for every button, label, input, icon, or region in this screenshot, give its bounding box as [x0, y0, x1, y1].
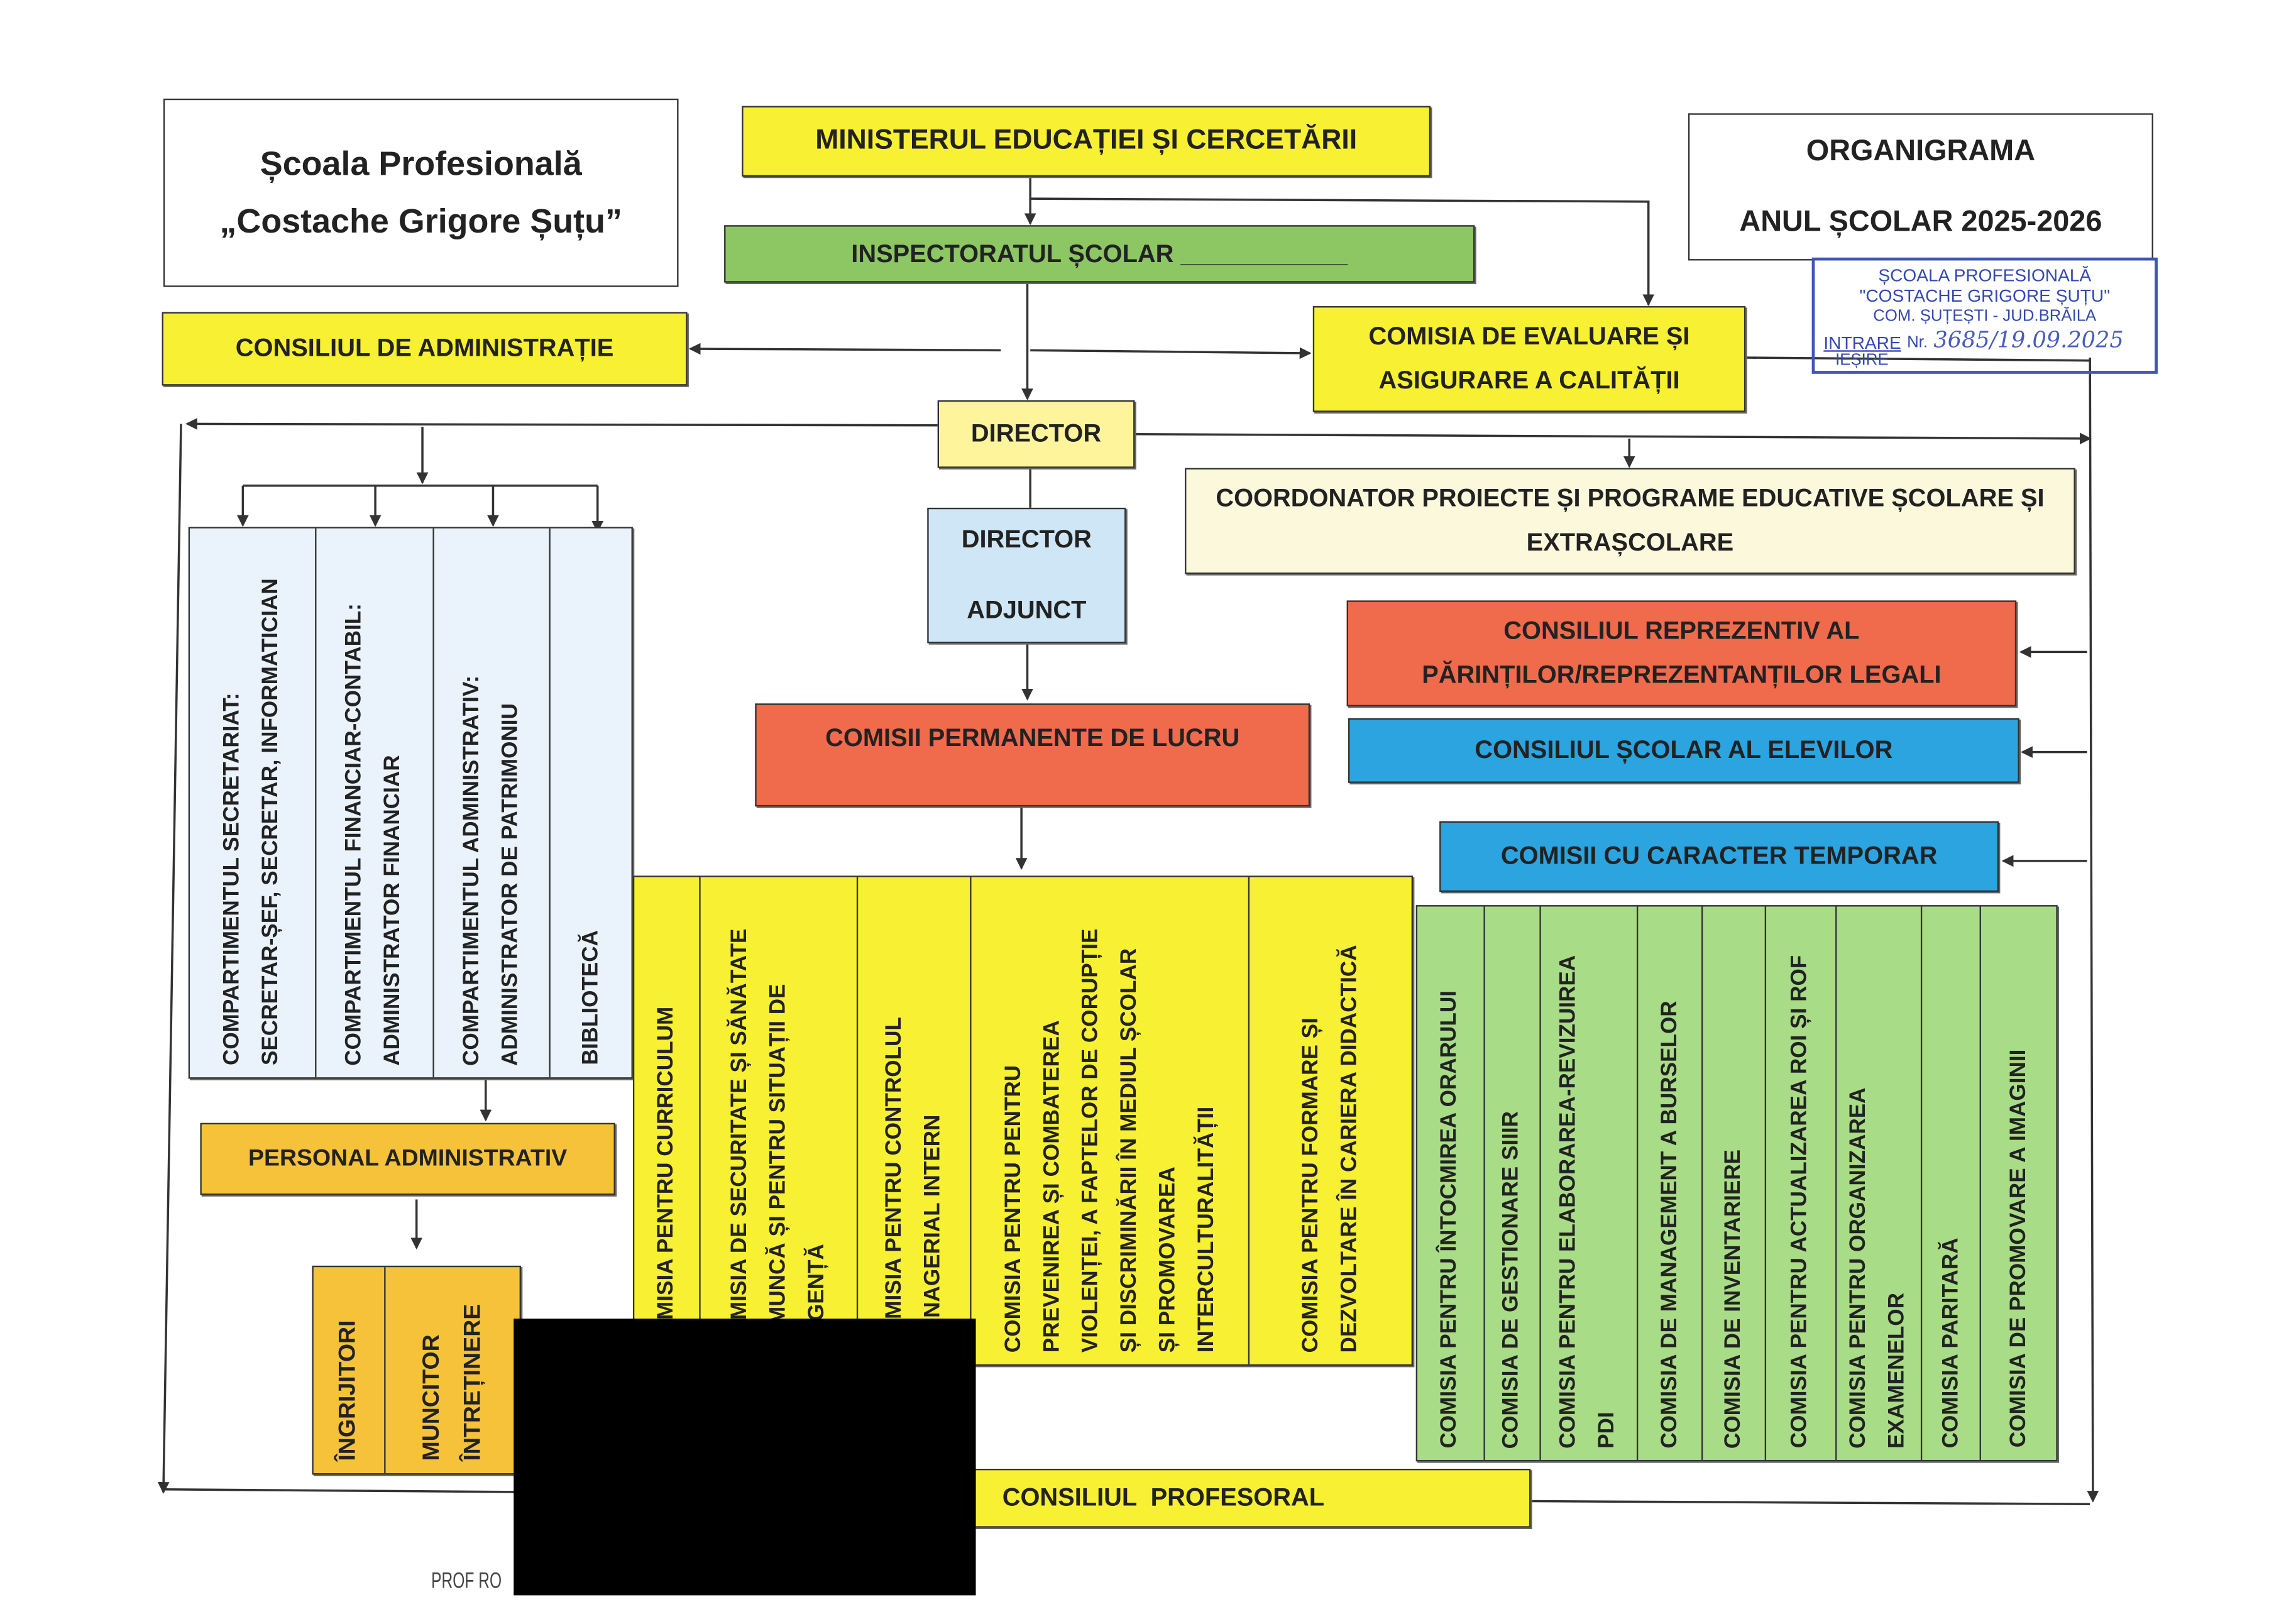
personal-muncitor: MUNCITOR ÎNTREȚINERE [386, 1267, 519, 1473]
personal-label: MUNCITOR ÎNTREȚINERE [419, 1304, 485, 1462]
comisie-permanenta: COMISIA DE SECURITATE ȘI SĂNĂTATE ÎN MUN… [700, 877, 859, 1364]
comisie-label: COMISIA PENTRU CURRICULUM [653, 1006, 679, 1353]
comisie-label: COMISIA PENTRU ORGANIZAREA EXAMENELOR [1846, 1087, 1910, 1449]
personal-group: ÎNGRIJITORI MUNCITOR ÎNTREȚINERE [312, 1265, 521, 1475]
consiliu-administratie-box: CONSILIUL DE ADMINISTRAȚIE [162, 312, 688, 386]
compartiment-label: COMPARTIMENTUL SECRETARIAT: SECRETAR-ȘEF… [219, 578, 284, 1066]
comisii-permanente-box: COMISII PERMANENTE DE LUCRU [755, 703, 1310, 807]
compartimente-group: COMPARTIMENTUL SECRETARIAT: SECRETAR-ȘEF… [188, 527, 633, 1079]
comisie-temporara: COMISIA DE INVENTARIERE [1703, 906, 1766, 1460]
stamp-line3: COM. ȘUȚEȘTI - JUD.BRĂILA [1873, 307, 2097, 326]
coordonator-label: COORDONATOR PROIECTE ȘI PROGRAME EDUCATI… [1216, 485, 2045, 557]
comisie-label: COMISIA DE SECURITATE ȘI SĂNĂTATE ÎN MUN… [727, 928, 829, 1353]
inspectorat-label: INSPECTORATUL ȘCOLAR ____________ [851, 239, 1348, 268]
comisie-label: COMISIA PENTRU PENTRU PREVENIREA ȘI COMB… [1000, 928, 1219, 1353]
school-name-line2: „Costache Grigore Șuțu” [219, 201, 622, 240]
comisie-permanenta: COMISIA PENTRU CONTROLUL MANAGERIAL INTE… [859, 877, 972, 1364]
director-adjunct-line2: ADJUNCT [967, 596, 1087, 624]
comisie-temporara: COMISIA PENTRU ACTUALIZAREA ROI ȘI ROF [1766, 906, 1837, 1460]
comisii-temporare-group: COMISIA PENTRU ÎNTOCMIREA ORARULUI COMIS… [1415, 905, 2058, 1462]
comisie-temporara: COMISIA DE PROMOVARE A IMAGINII [1982, 906, 2057, 1459]
compartiment-label: BIBLIOTECĂ [578, 930, 603, 1066]
comisie-permanenta: COMISIA PENTRU CURRICULUM [634, 877, 701, 1364]
comisie-label: COMISIA PARITARĂ [1938, 1237, 1964, 1449]
ceac-label-line2: ASIGURARE A CALITĂȚII [1378, 366, 1680, 395]
consiliu-profesoral-box: CONSILIUL PROFESORAL [974, 1469, 1531, 1528]
personal-label: ÎNGRIJITORI [336, 1320, 361, 1462]
compartiment-biblioteca: BIBLIOTECĂ [551, 529, 632, 1077]
comisie-label: COMISIA PENTRU ELABORAREA-REVIZUIREA PDI [1556, 955, 1620, 1449]
stamp-line1: ȘCOALA PROFESIONALĂ [1878, 265, 2092, 286]
compartiment-financiar: COMPARTIMENTUL FINANCIAR-CONTABIL: ADMIN… [317, 528, 434, 1078]
comisie-label: COMISIA PENTRU FORMARE ȘI DEZVOLTARE ÎN … [1298, 944, 1362, 1353]
comisie-label: COMISIA DE INVENTARIERE [1720, 1149, 1746, 1449]
director-box: DIRECTOR [937, 400, 1135, 468]
consiliu-parinti-line1: CONSILIUL REPREZENTIV AL [1503, 617, 1860, 645]
ceac-label-line1: COMISIA DE EVALUARE ȘI [1368, 322, 1690, 351]
school-name-line1: Școala Profesională [260, 144, 582, 183]
organigram-title: ORGANIGRAMA [1806, 135, 2036, 168]
comisie-label: COMISIA PENTRU ÎNTOCMIREA ORARULUI [1437, 990, 1462, 1449]
compartiment-secretariat: COMPARTIMENTUL SECRETARIAT: SECRETAR-ȘEF… [190, 528, 317, 1078]
stamp-iesire: IEȘIRE [1835, 351, 1889, 370]
comisie-temporara: COMISIA PARITARĂ [1923, 906, 1982, 1460]
stamp-nr-label: Nr. [1907, 334, 1928, 352]
comisie-temporara: COMISIA DE GESTIONARE SIIIR [1485, 906, 1541, 1460]
redaction-block [514, 1319, 976, 1596]
personal-administrativ-box: PERSONAL ADMINISTRATIV [200, 1122, 615, 1195]
stamp-intrare: INTRARE [1823, 332, 1901, 353]
consiliu-elevi-label: CONSILIUL ȘCOLAR AL ELEVILOR [1475, 736, 1893, 764]
coordonator-box: COORDONATOR PROIECTE ȘI PROGRAME EDUCATI… [1185, 468, 2075, 574]
consiliu-parinti-box: CONSILIUL REPREZENTIV AL PĂRINȚILOR/REPR… [1346, 600, 2017, 707]
consiliu-parinti-line2: PĂRINȚILOR/REPREZENTANȚILOR LEGALI [1422, 661, 1942, 689]
personal-ingrijitori: ÎNGRIJITORI [314, 1267, 387, 1474]
compartiment-label: COMPARTIMENTUL FINANCIAR-CONTABIL: ADMIN… [342, 603, 406, 1066]
comisie-label: COMISIA PENTRU CONTROLUL MANAGERIAL INTE… [881, 1017, 946, 1353]
comisie-label: COMISIA PENTRU ACTUALIZAREA ROI ȘI ROF [1787, 955, 1813, 1449]
director-label: DIRECTOR [970, 419, 1102, 448]
registration-stamp: ȘCOALA PROFESIONALĂ "COSTACHE GRIGORE ȘU… [1811, 257, 2158, 374]
director-adjunct-box: DIRECTOR ADJUNCT [927, 507, 1126, 644]
comisie-label: COMISIA DE MANAGEMENT A BURSELOR [1656, 1000, 1682, 1449]
inspectorat-box: INSPECTORATUL ȘCOLAR ____________ [724, 225, 1475, 283]
consiliu-administratie-label: CONSILIUL DE ADMINISTRAȚIE [235, 334, 614, 363]
director-adjunct-line1: DIRECTOR [961, 525, 1092, 554]
signature-text: PROF RO [431, 1569, 502, 1594]
comisie-temporara: COMISIA PENTRU ORGANIZAREA EXAMENELOR [1837, 906, 1923, 1460]
comisii-temporare-box: COMISII CU CARACTER TEMPORAR [1439, 821, 1999, 892]
consiliu-profesoral-label: CONSILIUL PROFESORAL [1002, 1483, 1325, 1512]
comisii-permanente-group: COMISIA PENTRU CURRICULUM COMISIA DE SEC… [632, 875, 1414, 1366]
minister-label: MINISTERUL EDUCAȚIEI ȘI CERCETĂRII [815, 125, 1358, 157]
personal-administrativ-label: PERSONAL ADMINISTRATIV [248, 1146, 568, 1171]
stamp-line2: "COSTACHE GRIGORE ȘUȚU" [1859, 286, 2111, 307]
ceac-box: COMISIA DE EVALUARE ȘI ASIGURARE A CALIT… [1312, 306, 1746, 412]
compartiment-label: COMPARTIMENTUL ADMINISTRATIV: ADMINISTRA… [459, 675, 523, 1066]
school-name-box: Școala Profesională „Costache Grigore Șu… [163, 98, 679, 287]
comisie-temporara: COMISIA DE MANAGEMENT A BURSELOR [1639, 906, 1703, 1460]
comisie-temporara: COMISIA PENTRU ÎNTOCMIREA ORARULUI [1417, 906, 1485, 1460]
comisie-label: COMISIA DE PROMOVARE A IMAGINII [2005, 1050, 2031, 1449]
stamp-nr-value: 3685/19.09.2025 [1933, 326, 2124, 353]
organigram-title-box: ORGANIGRAMA ANUL ȘCOLAR 2025-2026 [1688, 113, 2153, 261]
comisie-label: COMISIA DE GESTIONARE SIIIR [1498, 1110, 1524, 1449]
comisii-temporare-label: COMISII CU CARACTER TEMPORAR [1500, 842, 1938, 870]
comisie-temporara: COMISIA PENTRU ELABORAREA-REVIZUIREA PDI [1541, 906, 1639, 1460]
school-year: ANUL ȘCOLAR 2025-2026 [1739, 206, 2102, 239]
consiliu-elevi-box: CONSILIUL ȘCOLAR AL ELEVILOR [1348, 718, 2019, 783]
comisie-permanenta: COMISIA PENTRU PENTRU PREVENIREA ȘI COMB… [972, 877, 1251, 1364]
comisie-permanenta: COMISIA PENTRU FORMARE ȘI DEZVOLTARE ÎN … [1250, 877, 1412, 1364]
compartiment-administrativ: COMPARTIMENTUL ADMINISTRATIV: ADMINISTRA… [434, 528, 551, 1078]
comisii-permanente-label: COMISII PERMANENTE DE LUCRU [825, 724, 1240, 752]
minister-box: MINISTERUL EDUCAȚIEI ȘI CERCETĂRII [742, 106, 1431, 177]
